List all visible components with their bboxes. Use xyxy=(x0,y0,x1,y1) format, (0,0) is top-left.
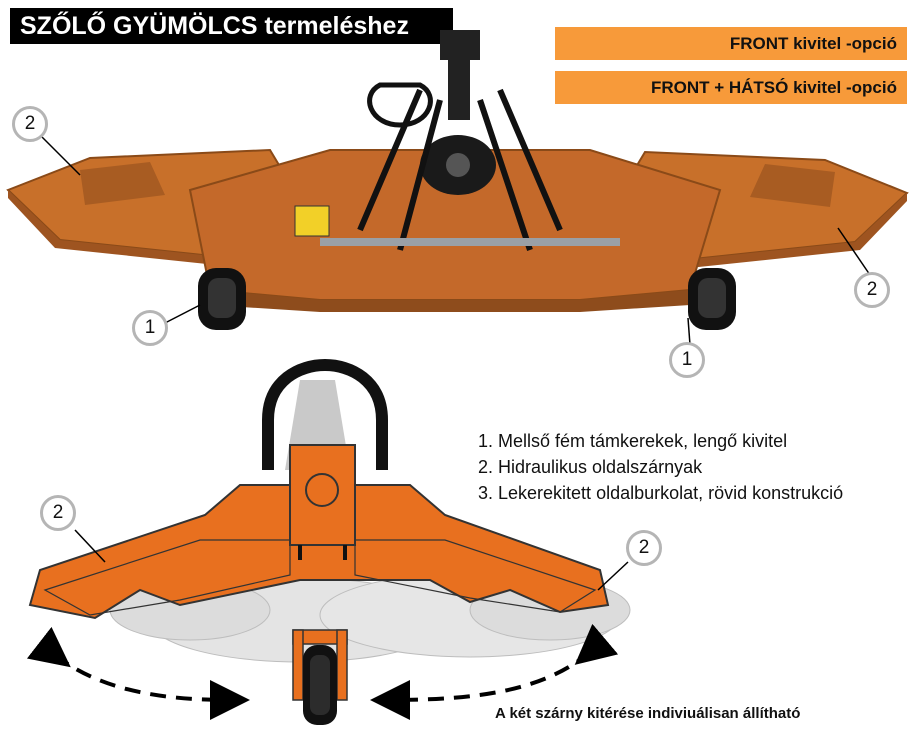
feature-item: 2. Hidraulikus oldalszárnyak xyxy=(478,457,703,477)
wing-caption: A két szárny kitérése indiviuálisan állí… xyxy=(495,705,801,722)
mower-top-view xyxy=(26,358,631,725)
callout-wing-right-top: 2 xyxy=(854,272,890,308)
option-front-rear: FRONT + HÁTSÓ kivitel -opció xyxy=(555,71,907,104)
feature-item: 1. Mellső fém támkerekek, lengő kivitel xyxy=(478,431,788,451)
option-front: FRONT kivitel -opció xyxy=(555,27,907,60)
callout-wing-right-bottom: 2 xyxy=(626,530,662,566)
page-title: SZŐLŐ GYÜMÖLCS termeléshez xyxy=(10,8,453,44)
callout-wheel-left: 1 xyxy=(132,310,168,346)
mower-front-photo xyxy=(6,30,909,346)
feature-item: 3. Lekerekitett oldalburkolat, rövid kon… xyxy=(478,483,844,503)
callout-wing-left-top: 2 xyxy=(12,106,48,142)
callout-wheel-right: 1 xyxy=(669,342,705,378)
feature-list: 1. Mellső fém támkerekek, lengő kivitel … xyxy=(478,428,843,506)
callout-wing-left-bottom: 2 xyxy=(40,495,76,531)
